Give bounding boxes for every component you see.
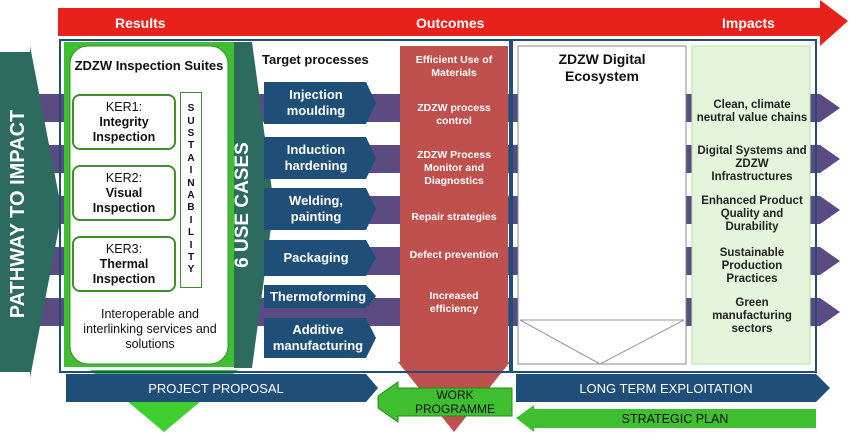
- outcome-2: ZDZW process control: [417, 102, 491, 127]
- sust-letter: I: [189, 165, 193, 177]
- suites-title: ZDZW Inspection Suites: [74, 57, 224, 73]
- project-proposal-label: PROJECT PROPOSAL: [148, 380, 284, 396]
- results-frame: [59, 39, 511, 373]
- ker1-name: Integrity Inspection: [92, 114, 156, 144]
- sust-letter: I: [189, 239, 193, 251]
- impact-2: Digital Systems and ZDZW Infrastructures: [697, 144, 807, 183]
- outcome-3: ZDZW Process Monitor and Diagnostics: [416, 148, 492, 187]
- sust-letter: I: [189, 214, 193, 226]
- ker2-box: KER2: Visual Inspection: [72, 165, 176, 221]
- sust-letter: B: [187, 202, 195, 214]
- eco-system-integrators: System Integrators: [543, 253, 661, 269]
- eco-ndt-experts: NDT Experts: [595, 202, 674, 218]
- outcome-5: Defect prevention: [409, 248, 499, 261]
- outcomes-label: Outcomes: [416, 15, 485, 31]
- eco-ict-service-providers: ICT Service Providers: [534, 151, 670, 167]
- tp-induction-hardening: Induction hardening: [284, 142, 348, 173]
- eco-zdm-marketplace: ZDM Marketplace: [548, 100, 656, 116]
- impact-3: Enhanced Product Quality and Durability: [701, 194, 803, 233]
- impact-4: Sustainable Production Practices: [719, 246, 785, 285]
- sust-letter: S: [187, 103, 195, 115]
- ker3-id: KER3:: [105, 241, 143, 256]
- sust-letter: T: [187, 140, 195, 152]
- tp-welding-painting: Welding, painting: [289, 193, 343, 224]
- results-label: Results: [115, 15, 166, 31]
- project-proposal-arrow: [66, 374, 378, 402]
- sustainability-bar: S U S T A I N A B I L I T Y: [180, 92, 202, 288]
- sust-letter: S: [187, 127, 195, 139]
- impacts-box: [691, 45, 811, 365]
- ker3-name: Thermal Inspection: [92, 256, 156, 286]
- tp-arrow-1: [264, 82, 376, 124]
- tp-arrow-6: [264, 318, 376, 358]
- ecosystem-funnel: [519, 319, 685, 365]
- impact-5: Green manufacturing sectors: [712, 296, 792, 335]
- tp-thermoforming: Thermoforming: [269, 288, 367, 304]
- impact-1: Clean, climate neutral value chains: [696, 99, 808, 124]
- use-cases-arrow: [234, 42, 274, 368]
- ker1-box: KER1: Integrity Inspection: [72, 94, 176, 150]
- outcomes-column: [400, 46, 508, 364]
- impacts-frame: [511, 39, 817, 373]
- sust-letter: A: [187, 190, 195, 201]
- sust-letter: N: [187, 177, 195, 189]
- sust-letter: Y: [187, 264, 195, 276]
- tp-arrow-3: [264, 188, 376, 230]
- tp-arrow-5: [264, 285, 376, 308]
- pathway-arrow: [0, 46, 62, 378]
- ker2-id: KER2:: [105, 170, 143, 185]
- results-outcomes-impacts-arrow: [58, 0, 848, 46]
- tp-injection-moulding: Injection moulding: [286, 87, 346, 118]
- sust-letter: U: [187, 115, 195, 127]
- long-term-arrow: [516, 374, 830, 402]
- sust-letter: L: [187, 227, 195, 239]
- outcome-1: Efficient Use of Materials: [415, 54, 493, 79]
- ker2-name: Visual Inspection: [92, 185, 156, 215]
- target-processes-title: Target processes: [262, 52, 369, 67]
- pathway-to-impact-label: PATHWAY TO IMPACT: [7, 109, 29, 319]
- outcome-6: Increased efficiency: [429, 290, 479, 315]
- suites-footer: Interoperable and interlinking services …: [83, 306, 217, 351]
- work-programme-label: WORK PROGRAMME: [414, 388, 495, 416]
- eco-skills-development: Skills development: [543, 304, 661, 320]
- strategic-plan-arrow: [516, 405, 816, 432]
- outcome-4: Repair strategies: [411, 210, 497, 223]
- tp-packaging: Packaging: [283, 250, 349, 265]
- sust-letter: A: [187, 152, 195, 164]
- ker3-box: KER3: Thermal Inspection: [72, 236, 176, 292]
- tp-arrow-2: [264, 137, 376, 179]
- work-programme-arrow: [377, 381, 513, 423]
- ecosystem-box: [517, 45, 687, 365]
- use-cases-label: 6 USE CASES: [232, 142, 253, 268]
- ker1-id: KER1:: [105, 99, 143, 114]
- strategic-plan-label: STRATEGIC PLAN: [621, 411, 729, 426]
- tp-arrow-4: [264, 240, 376, 276]
- ecosystem-title: ZDZW Digital Ecosystem: [558, 51, 646, 84]
- sust-letter: T: [187, 252, 195, 264]
- impacts-label: Impacts: [722, 15, 775, 31]
- tp-additive-manufacturing: Additive manufacturing: [272, 322, 364, 353]
- long-term-exploitation-label: LONG TERM EXPLOITATION: [579, 380, 753, 396]
